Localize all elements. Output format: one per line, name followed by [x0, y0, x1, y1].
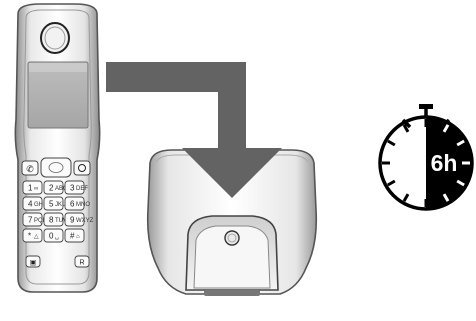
key-sublabel: GHI — [34, 202, 45, 208]
nav-key[interactable] — [40, 157, 72, 178]
key-sublabel: TUV — [55, 218, 67, 224]
key-label: * — [28, 232, 31, 241]
key-label: 7 — [28, 216, 33, 225]
navigation-row: ✆ — [21, 157, 91, 178]
key-label: 2 — [49, 184, 54, 193]
key-label: ▣ — [30, 260, 37, 267]
recall-key[interactable]: R — [74, 255, 90, 268]
keypad-key-10[interactable]: *△ — [22, 228, 43, 243]
key-sublabel: ␣ — [55, 234, 59, 240]
call-icon: ✆ — [26, 164, 34, 174]
power-icon — [78, 164, 86, 172]
timer-tick — [387, 179, 396, 187]
timer-tick — [387, 139, 396, 147]
key-sublabel: WXYZ — [76, 218, 94, 224]
key-sublabel: MNO — [76, 202, 90, 208]
timer-tick — [402, 124, 410, 133]
key-label: 1 — [28, 184, 33, 193]
key-sublabel: ⌂ — [76, 234, 80, 240]
key-label: 4 — [28, 200, 33, 209]
key-sublabel: JKL — [55, 202, 66, 208]
key-label: 9 — [70, 216, 75, 225]
place-in-base-arrow — [106, 62, 282, 198]
timer-tick — [456, 139, 465, 147]
key-sublabel: DEF — [76, 186, 88, 192]
key-label: 6 — [70, 200, 75, 209]
timer-label: 6h — [431, 150, 458, 176]
key-label: # — [70, 232, 75, 241]
key-sublabel: ABC — [55, 186, 68, 192]
timer-tick — [442, 193, 450, 202]
menu-key[interactable]: ▣ — [25, 255, 41, 268]
keypad-key-12[interactable]: #⌂ — [64, 228, 85, 243]
key-label: 3 — [70, 184, 75, 193]
keypad-key-11[interactable]: 0␣ — [43, 228, 64, 243]
handset-inner-frame — [23, 9, 92, 285]
charging-contacts — [204, 290, 260, 296]
end-call-key[interactable] — [73, 160, 91, 176]
key-label: 8 — [49, 216, 54, 225]
call-key[interactable] — [21, 160, 39, 176]
charging-base — [146, 149, 318, 296]
timer-tick — [402, 193, 410, 202]
timer-elapsed-fill — [426, 117, 472, 209]
timer-ticks — [382, 119, 470, 207]
timer-tick — [456, 179, 465, 187]
keypad-key-1[interactable]: 1∞ — [22, 180, 43, 195]
display-screen — [27, 61, 89, 129]
timer-tick — [442, 124, 450, 133]
key-label: R — [79, 260, 84, 267]
key-label: 0 — [49, 232, 54, 241]
timer-dial — [378, 115, 474, 211]
paging-button[interactable] — [224, 230, 240, 246]
key-sublabel: △ — [34, 234, 39, 240]
key-sublabel: PQRS — [34, 218, 51, 224]
key-sublabel: ∞ — [34, 186, 38, 192]
key-label: 5 — [49, 200, 54, 209]
timer-icon: 6h — [378, 104, 474, 211]
